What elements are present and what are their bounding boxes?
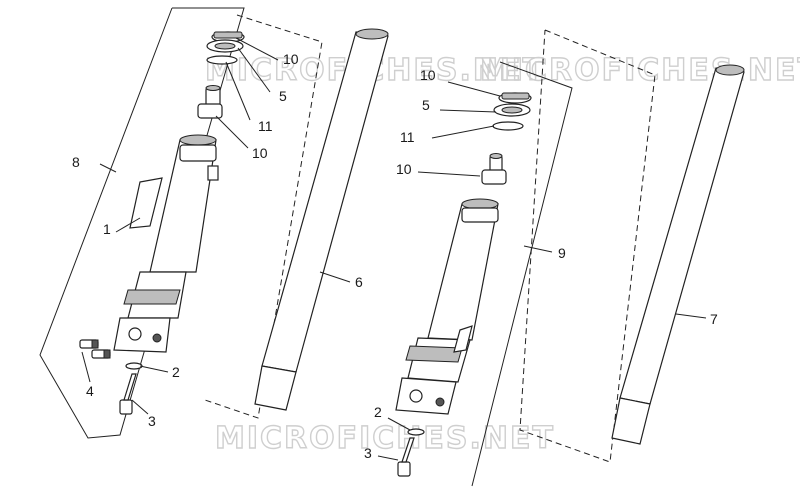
slider-right [395, 198, 499, 415]
cap-and-rings-right [492, 92, 532, 131]
washer-left [125, 362, 143, 370]
label-right-3: 3 [364, 445, 372, 461]
label-right-11: 11 [400, 129, 415, 145]
damper-cartridge-left [197, 85, 223, 119]
washer-right [407, 428, 425, 436]
label-left-5: 5 [279, 88, 287, 104]
label-left-6: 6 [355, 274, 363, 290]
cap-and-rings-left [206, 31, 245, 65]
label-right-10a: 10 [420, 67, 436, 83]
label-right-7: 7 [710, 311, 718, 327]
label-right-2: 2 [374, 404, 382, 420]
label-left-10b: 10 [252, 145, 268, 161]
fork-tube-7 [611, 64, 745, 445]
drain-bolt-right [397, 437, 415, 477]
watermark-bottom: MICROFICHES.NET [215, 421, 555, 456]
label-right-5: 5 [422, 97, 430, 113]
axle-bolts-left [79, 339, 111, 359]
fork-tube-6 [254, 28, 389, 411]
drain-bolt-left [119, 373, 137, 415]
leaders-left [81, 37, 351, 415]
group-frame-8 [39, 7, 245, 439]
damper-cartridge-right [481, 153, 507, 185]
label-left-1: 1 [103, 221, 111, 237]
label-left-2: 2 [172, 364, 180, 380]
label-left-8: 8 [72, 154, 80, 170]
label-left-3: 3 [148, 413, 156, 429]
dashed-frame-left [204, 14, 323, 419]
leaders-right [377, 81, 707, 461]
label-right-9: 9 [558, 245, 566, 261]
slider-left [113, 134, 219, 353]
sticker-1 [129, 177, 163, 229]
label-left-10a: 10 [283, 51, 299, 67]
group-frame-9 [471, 61, 573, 487]
watermark-top-right: MICROFICHES.NET [480, 53, 800, 88]
label-left-4: 4 [86, 383, 94, 399]
label-right-10b: 10 [396, 161, 412, 177]
label-left-11: 11 [258, 118, 273, 134]
